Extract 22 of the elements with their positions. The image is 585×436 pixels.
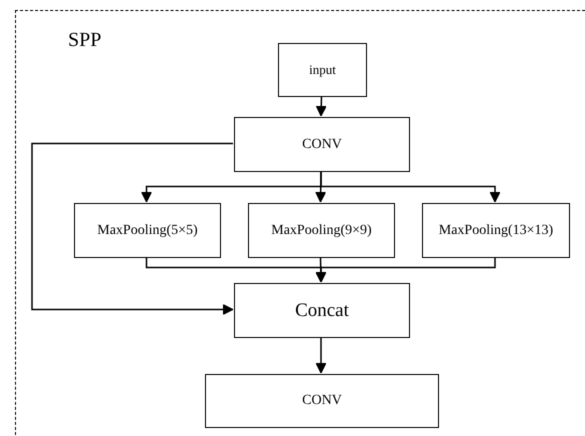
process-box xyxy=(234,283,410,338)
box-label: input xyxy=(309,62,336,78)
process-box xyxy=(278,43,367,97)
box-label: MaxPooling(13×13) xyxy=(438,222,554,238)
arrow xyxy=(31,142,234,315)
process-box xyxy=(74,203,221,258)
box-label: MaxPooling(5×5) xyxy=(97,222,198,238)
box-label: CONV xyxy=(302,393,342,409)
section-title: SPP xyxy=(68,29,102,52)
process-box xyxy=(248,203,395,258)
arrow xyxy=(320,171,500,202)
process-box xyxy=(234,117,410,172)
arrow xyxy=(316,257,496,282)
arrow xyxy=(316,96,327,116)
box-label: Concat xyxy=(295,300,349,322)
box-label: MaxPooling(9×9) xyxy=(271,222,372,238)
arrow xyxy=(315,170,326,202)
process-box xyxy=(422,203,570,258)
box-label: CONV xyxy=(302,136,342,152)
arrow xyxy=(316,337,326,374)
dashed-frame xyxy=(15,10,585,436)
process-box xyxy=(205,374,439,428)
